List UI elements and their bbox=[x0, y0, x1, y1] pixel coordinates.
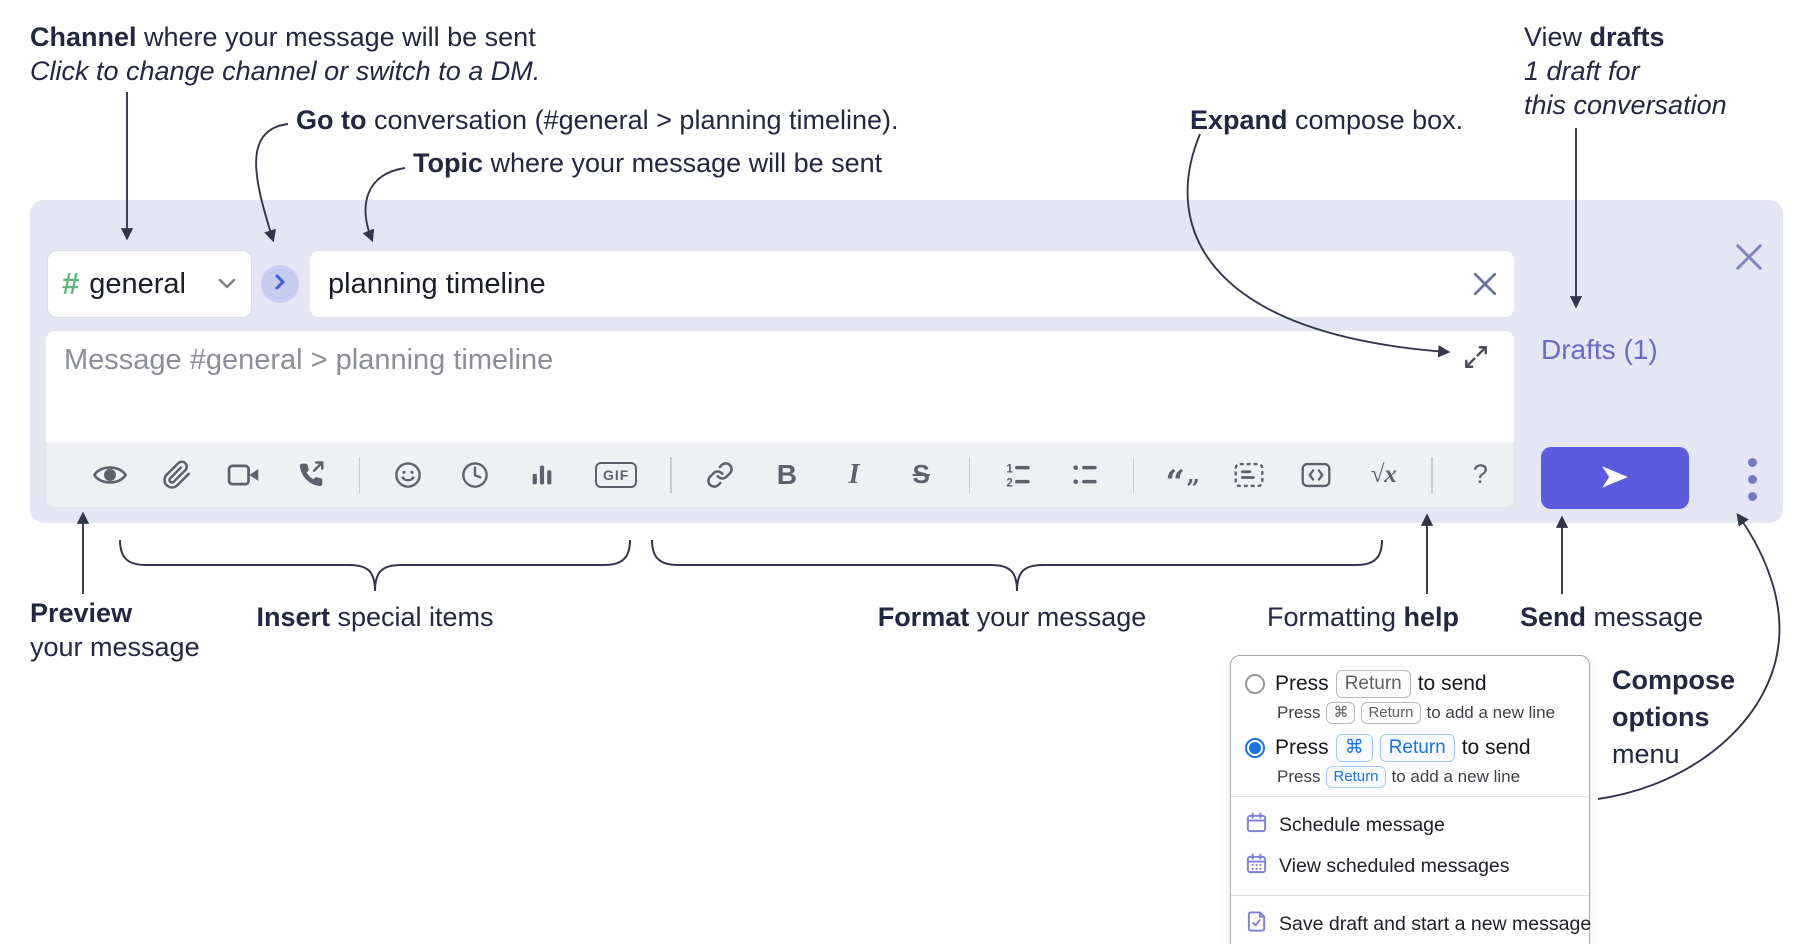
strikethrough-icon: S bbox=[912, 459, 930, 489]
inline-code-button[interactable] bbox=[1299, 453, 1334, 497]
clear-topic-button[interactable] bbox=[1472, 271, 1498, 297]
bold-button[interactable]: B bbox=[769, 453, 804, 497]
option-cmd-return-to-send[interactable]: Press ⌘ Return to send bbox=[1245, 734, 1575, 762]
menu-divider bbox=[1231, 895, 1589, 896]
topic-input[interactable] bbox=[326, 266, 1472, 302]
drafts-link[interactable]: Drafts (1) bbox=[1541, 334, 1658, 365]
annotation-compose-options: Compose options menu bbox=[1612, 665, 1736, 769]
bullet-list-button[interactable] bbox=[1068, 453, 1103, 497]
gif-button[interactable]: GIF bbox=[592, 453, 641, 497]
send-plane-icon bbox=[1597, 462, 1633, 495]
channel-selector[interactable]: # general bbox=[47, 250, 252, 318]
expand-compose-button[interactable] bbox=[1462, 343, 1490, 371]
channel-name: general bbox=[89, 267, 186, 300]
blockquote-icon: “ bbox=[1165, 462, 1185, 503]
formatting-help-button[interactable]: ? bbox=[1463, 453, 1498, 497]
svg-text:2: 2 bbox=[1006, 476, 1013, 488]
chevron-down-icon bbox=[217, 277, 237, 291]
strikethrough-button[interactable]: S bbox=[904, 453, 939, 497]
chevron-right-icon bbox=[273, 273, 287, 296]
compose-options-menu: Press Return to send Press ⌘ Return to a… bbox=[1230, 655, 1591, 944]
cmd-key-chip: ⌘ bbox=[1326, 702, 1356, 724]
bold-icon: B bbox=[776, 458, 797, 490]
annotation-preview: Preview your message bbox=[30, 598, 200, 662]
menu-divider bbox=[1231, 796, 1589, 797]
kebab-dot bbox=[1747, 457, 1757, 467]
annotation-send: Send message bbox=[1520, 602, 1704, 632]
toolbar-divider bbox=[1132, 456, 1135, 493]
bar-chart-button[interactable] bbox=[525, 453, 560, 497]
kebab-dot bbox=[1747, 474, 1757, 484]
link-button[interactable] bbox=[702, 453, 737, 497]
help-icon: ? bbox=[1472, 459, 1488, 489]
annotation-formatting-help: Formatting help bbox=[1267, 602, 1460, 632]
message-input[interactable] bbox=[62, 343, 1446, 378]
preview-eye-button[interactable] bbox=[92, 453, 127, 497]
calendar-grid-icon bbox=[1245, 852, 1268, 881]
toolbar-divider bbox=[358, 456, 361, 493]
send-button[interactable] bbox=[1541, 447, 1689, 509]
compose-box: # general bbox=[30, 200, 1783, 523]
toolbar-divider bbox=[968, 456, 971, 493]
blockquote-button[interactable]: “” bbox=[1164, 453, 1199, 503]
phone-call-button[interactable] bbox=[294, 453, 329, 497]
emoji-smiley-button[interactable] bbox=[390, 453, 425, 497]
kebab-dot bbox=[1747, 491, 1757, 501]
toolbar-divider bbox=[1431, 456, 1433, 493]
annotation-channel-rest: where your message will be sent bbox=[136, 22, 536, 52]
return-key-chip: Return bbox=[1361, 702, 1421, 724]
option-return-to-send[interactable]: Press Return to send bbox=[1245, 670, 1575, 698]
annotation-expand: Expand compose box. bbox=[1190, 105, 1464, 135]
italic-button[interactable]: I bbox=[836, 453, 871, 497]
italic-icon: I bbox=[848, 458, 860, 490]
annotation-goto: Go to conversation (#general > planning … bbox=[296, 105, 899, 135]
return-key-chip: Return bbox=[1335, 670, 1411, 698]
annotation-channel-sub: Click to change channel or switch to a D… bbox=[30, 56, 541, 86]
save-draft-icon bbox=[1245, 910, 1268, 939]
menu-item-schedule-message[interactable]: Schedule message bbox=[1245, 805, 1575, 846]
radio-unselected-icon[interactable] bbox=[1245, 674, 1265, 694]
format-brace bbox=[651, 539, 1383, 592]
option-return-subtext: Press ⌘ Return to add a new line bbox=[1277, 702, 1556, 724]
topic-field bbox=[309, 250, 1515, 318]
annotation-channel-bold: Channel bbox=[30, 22, 137, 52]
return-key-chip: Return bbox=[1326, 766, 1386, 788]
message-editor: GIF B I S 12 “” bbox=[45, 330, 1515, 508]
cmd-key-chip: ⌘ bbox=[1335, 734, 1373, 762]
annotation-format: Format your message bbox=[877, 602, 1147, 632]
compose-options-kebab-button[interactable] bbox=[1726, 450, 1778, 508]
insert-brace bbox=[119, 539, 631, 592]
attach-paperclip-button[interactable] bbox=[159, 453, 194, 497]
svg-text:1: 1 bbox=[1006, 462, 1013, 475]
formula-icon: √x bbox=[1370, 460, 1397, 488]
annotation-view-drafts: View drafts 1 draft for this conversatio… bbox=[1524, 22, 1727, 120]
clock-button[interactable] bbox=[458, 453, 493, 497]
close-compose-button[interactable] bbox=[1732, 240, 1766, 274]
goto-conversation-button[interactable] bbox=[261, 265, 299, 303]
calendar-icon bbox=[1245, 811, 1268, 840]
menu-item-save-draft[interactable]: Save draft and start a new message bbox=[1245, 904, 1591, 944]
video-camera-button[interactable] bbox=[226, 453, 261, 497]
annotation-insert: Insert special items bbox=[256, 602, 494, 632]
code-block-button[interactable] bbox=[1232, 453, 1267, 497]
channel-hash-icon: # bbox=[62, 266, 80, 301]
radio-selected-icon[interactable] bbox=[1245, 738, 1265, 758]
option-cmd-return-subtext: Press Return to add a new line bbox=[1277, 766, 1521, 788]
annotation-channel: Channel where your message will be sent … bbox=[30, 20, 540, 88]
formula-button[interactable]: √x bbox=[1366, 453, 1401, 497]
annotation-topic: Topic where your message will be sent bbox=[413, 148, 883, 178]
return-key-chip: Return bbox=[1379, 734, 1455, 762]
gif-icon: GIF bbox=[594, 461, 638, 488]
toolbar-divider bbox=[670, 456, 673, 493]
menu-item-view-scheduled[interactable]: View scheduled messages bbox=[1245, 846, 1575, 887]
